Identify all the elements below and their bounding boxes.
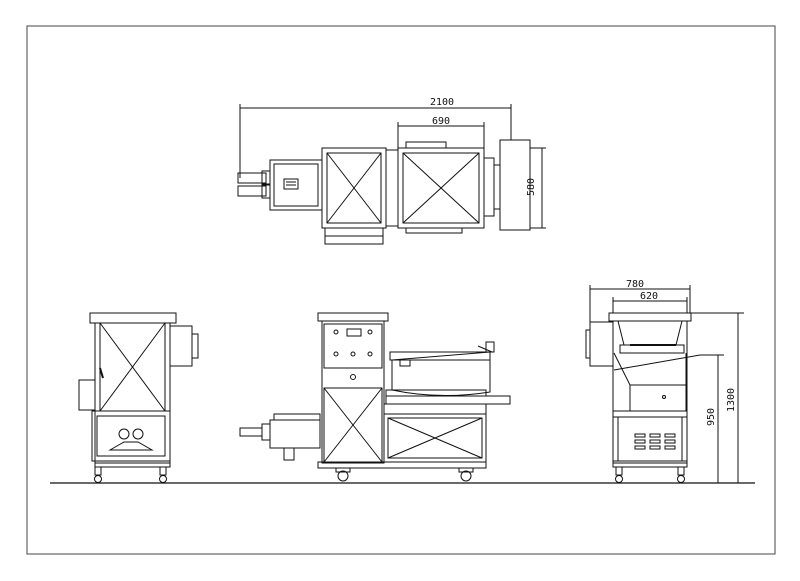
button-icon — [367, 351, 373, 357]
caster-wheel-icon — [337, 470, 349, 482]
indicator-light-icon — [367, 329, 373, 335]
dim-top-depth-label: 580 — [526, 178, 537, 196]
right-motor-knob-icon — [132, 428, 144, 440]
caster-wheel-icon — [460, 470, 472, 482]
dim-hopper-width: 690 — [397, 116, 485, 150]
indicator-light-icon — [333, 329, 339, 335]
dim-hopper-width-label: 690 — [432, 116, 450, 127]
dim-overall-height-label: 1300 — [726, 388, 737, 412]
display-icon — [346, 328, 362, 337]
dim-inner-width-label: 620 — [640, 291, 658, 302]
dim-overall-length-label: 2100 — [430, 97, 454, 108]
dim-table-height: 950 — [700, 354, 724, 483]
nameplate-icon — [283, 178, 299, 190]
top-view: 2100 690 580 — [237, 97, 546, 245]
caster-icon — [677, 475, 685, 483]
left-end-view — [78, 312, 199, 483]
control-panel — [323, 323, 383, 369]
dim-top-depth: 580 — [526, 147, 546, 229]
caster-icon — [94, 475, 102, 483]
right-end-view: 780 620 950 1300 — [585, 279, 746, 484]
dim-overall-length: 2100 — [239, 97, 512, 178]
front-view — [239, 312, 511, 482]
dim-table-height-label: 950 — [706, 408, 717, 426]
button-icon — [350, 351, 356, 357]
vent-grille-icon — [634, 433, 676, 450]
button-icon — [333, 351, 339, 357]
drawing-border — [26, 25, 776, 555]
dim-inner-width: 620 — [612, 291, 688, 313]
left-motor-knob-icon — [118, 428, 130, 440]
dim-outer-width: 780 — [589, 279, 691, 322]
caster-icon — [615, 475, 623, 483]
key-switch-icon — [350, 374, 356, 380]
caster-icon — [159, 475, 167, 483]
dim-overall-height: 1300 — [691, 312, 746, 484]
dim-outer-width-label: 780 — [626, 279, 644, 290]
